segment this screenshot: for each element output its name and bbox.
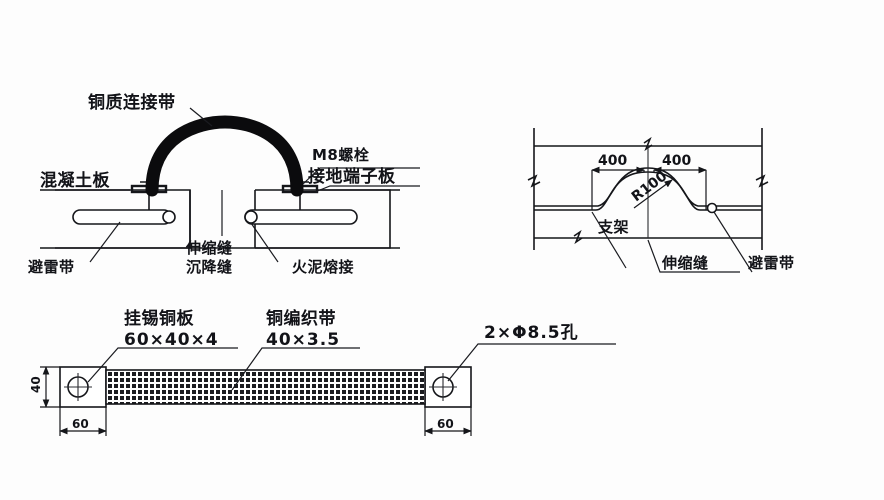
break-symbol-right [755,174,769,188]
break-symbol-top [643,136,653,152]
leader-plan-lightning-belt [713,211,753,273]
label-lightning-belt: 避雷带 [28,258,75,276]
copper-braid-outline [105,369,426,405]
label-bracket: 支架 [597,218,629,236]
section-diagram: 铜质连接带 混凝土板 M8螺栓 接地端子板 避雷带 伸缩缝 沉降缝 火泥熔接 [28,92,420,276]
label-tinned-copper-plate: 挂锡铜板 [124,308,194,329]
plan-diagram: 400 400 R100 支架 伸缩缝 避雷带 [527,128,795,273]
label-holes: 2×Φ8.5孔 [484,323,579,343]
label-tinned-copper-plate-size: 60×40×4 [124,330,219,350]
dimension-right-span: 400 [653,153,707,210]
weld-node-right [244,210,258,224]
weld-node-left [162,210,176,224]
label-grounding-terminal-plate: 接地端子板 [308,166,396,187]
label-plan-expansion-joint: 伸缩缝 [661,254,709,272]
break-symbol-bottom [573,229,583,245]
copper-braid-band [106,370,425,404]
leader-plan-expansion-joint [647,239,740,273]
hole-symbol-right [429,373,457,401]
label-m8-bolt: M8螺栓 [312,146,369,164]
label-copper-braid: 铜编织带 [266,308,336,329]
leader-tinned-plate [87,347,238,383]
dimension-label-strap-height: 40 [29,376,43,393]
radius-leader [633,179,673,209]
dimension-label-right-span: 400 [662,153,691,169]
lightning-belt-bar-left [72,209,172,225]
label-copper-braid-size: 40×3.5 [266,330,340,350]
leader-m8-bolt [302,167,420,185]
dimension-right-plate-width: 60 [424,407,472,436]
label-copper-connecting-band: 铜质连接带 [88,92,176,113]
strap-diagram: 40 60 60 挂锡铜板 60×40×4 铜编织带 40×3.5 [29,308,616,436]
leader-copper-braid [231,347,360,391]
leader-terminal-plate [314,185,420,193]
plan-support-node [706,202,718,214]
leader-exothermic-weld [250,222,279,263]
dimension-left-span: 400 [591,153,645,210]
label-exothermic-weld: 火泥熔接 [292,258,354,276]
lightning-belt-bar-right [244,209,358,225]
leader-holes [447,343,616,382]
dimension-label-left-span: 400 [598,153,627,169]
label-settlement-joint: 沉降缝 [186,258,233,276]
label-concrete-slab: 混凝土板 [40,170,110,191]
break-symbol-left [527,174,541,188]
leader-lightning-belt [89,221,121,263]
hole-symbol-left [64,373,92,401]
dimension-strap-height: 40 [29,366,60,408]
dimension-left-plate-width: 60 [59,407,107,436]
copper-arch-band [145,115,304,197]
dimension-label-left-plate-width: 60 [72,417,89,431]
label-plan-lightning-belt: 避雷带 [748,254,795,272]
dimension-label-right-plate-width: 60 [437,417,454,431]
label-expansion-joint: 伸缩缝 [185,239,233,257]
leader-copper-band [189,107,213,127]
leader-bracket [591,211,627,269]
